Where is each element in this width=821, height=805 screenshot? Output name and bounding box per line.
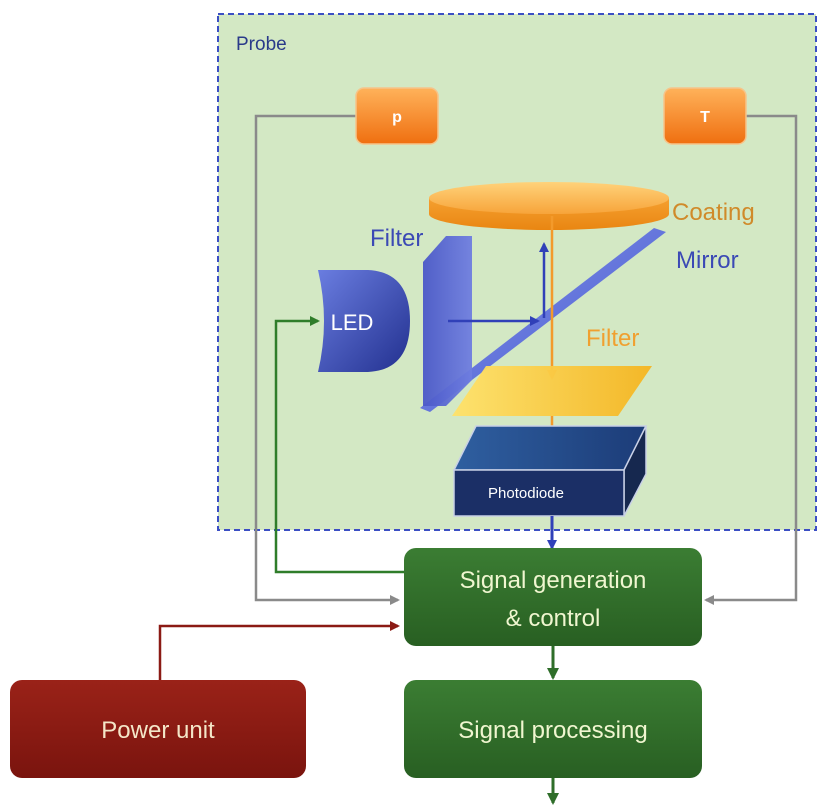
led-label: LED <box>331 310 374 335</box>
mirror-label: Mirror <box>676 247 739 274</box>
probe-title: Probe <box>236 34 287 55</box>
temperature-sensor-label: T <box>700 109 710 126</box>
temperature-signal-line <box>704 114 798 605</box>
emission-filter-label: Filter <box>586 325 639 352</box>
signal-generation-block: Signal generation & control <box>404 548 702 646</box>
pressure-sensor-box: p <box>355 87 439 145</box>
excitation-filter <box>423 236 472 406</box>
coating-disc <box>429 182 669 230</box>
emission-filter <box>452 366 652 416</box>
temperature-sensor-box: T <box>663 87 747 145</box>
power-unit-label: Power unit <box>101 717 215 744</box>
led-source: LED <box>318 270 410 372</box>
photodiode-label: Photodiode <box>488 485 564 502</box>
power-line <box>158 621 400 680</box>
led-drive-line <box>274 316 404 574</box>
signal-processing-block: Signal processing <box>404 680 702 778</box>
signal-generation-label-line1: Signal generation <box>460 567 647 594</box>
signal-generation-label-line2: & control <box>506 605 601 632</box>
signal-processing-label: Signal processing <box>458 717 647 744</box>
dichroic-mirror <box>420 228 666 412</box>
power-unit-block: Power unit <box>10 680 306 778</box>
pressure-signal-line <box>254 114 400 605</box>
pressure-sensor-label: p <box>392 109 402 126</box>
coating-label: Coating <box>672 199 755 226</box>
excitation-filter-label: Filter <box>370 225 423 252</box>
photodiode: Photodiode <box>452 425 648 517</box>
